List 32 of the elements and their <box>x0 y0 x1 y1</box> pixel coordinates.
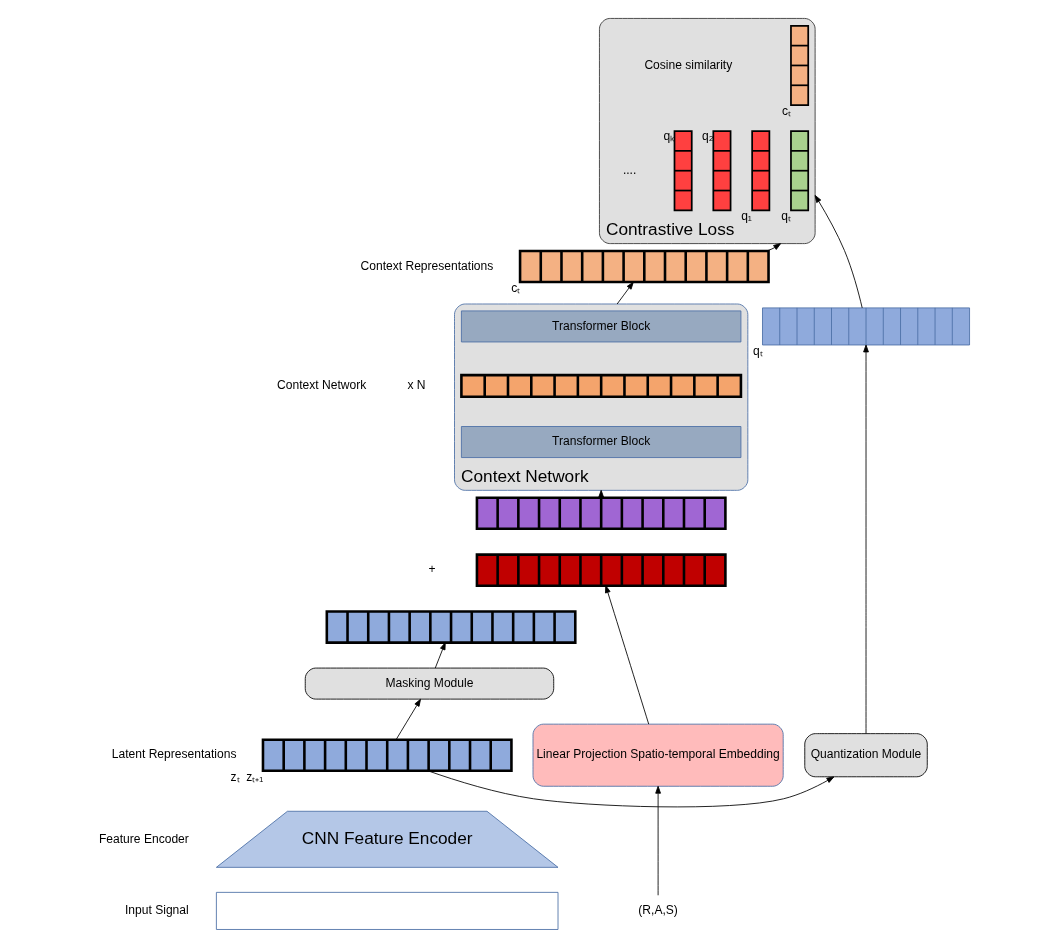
arrow <box>654 785 661 896</box>
label: Cosine similarity <box>643 57 732 72</box>
arrow <box>395 698 421 740</box>
node-label: cₜ <box>781 104 791 119</box>
node-box: Transformer Block <box>460 310 741 343</box>
label: .... <box>622 162 636 177</box>
node-label: qₜ <box>780 209 791 224</box>
label: x N <box>406 378 426 393</box>
arrow <box>766 243 781 252</box>
node-label: zₜ zₜ₊₁ <box>230 769 263 784</box>
node-text: (R,A,S) <box>637 903 678 918</box>
arrow <box>862 344 869 734</box>
arrow <box>814 195 863 309</box>
node-label: qₖ <box>663 129 674 144</box>
node-box: Quantization Module <box>803 733 928 778</box>
arrow <box>616 281 634 305</box>
node-label: cₜ <box>510 281 520 296</box>
arrow <box>434 642 446 669</box>
label: Feature Encoder <box>98 831 189 846</box>
node-label: q₂ <box>701 129 713 144</box>
label: Latent Representations <box>111 747 236 762</box>
node-box: Linear Projection Spatio-temporal Embedding <box>532 723 784 787</box>
node-label: qₜ <box>752 344 763 359</box>
label: Input Signal <box>124 903 189 918</box>
node-box: Masking Module <box>304 667 554 700</box>
arrow <box>604 585 649 725</box>
node-box: Transformer Block <box>460 426 741 458</box>
label: + <box>428 562 436 577</box>
node-box <box>215 891 558 930</box>
node-label: q₁ <box>740 209 752 224</box>
label: Context Representations <box>360 258 493 273</box>
label: Context Network <box>276 378 366 393</box>
